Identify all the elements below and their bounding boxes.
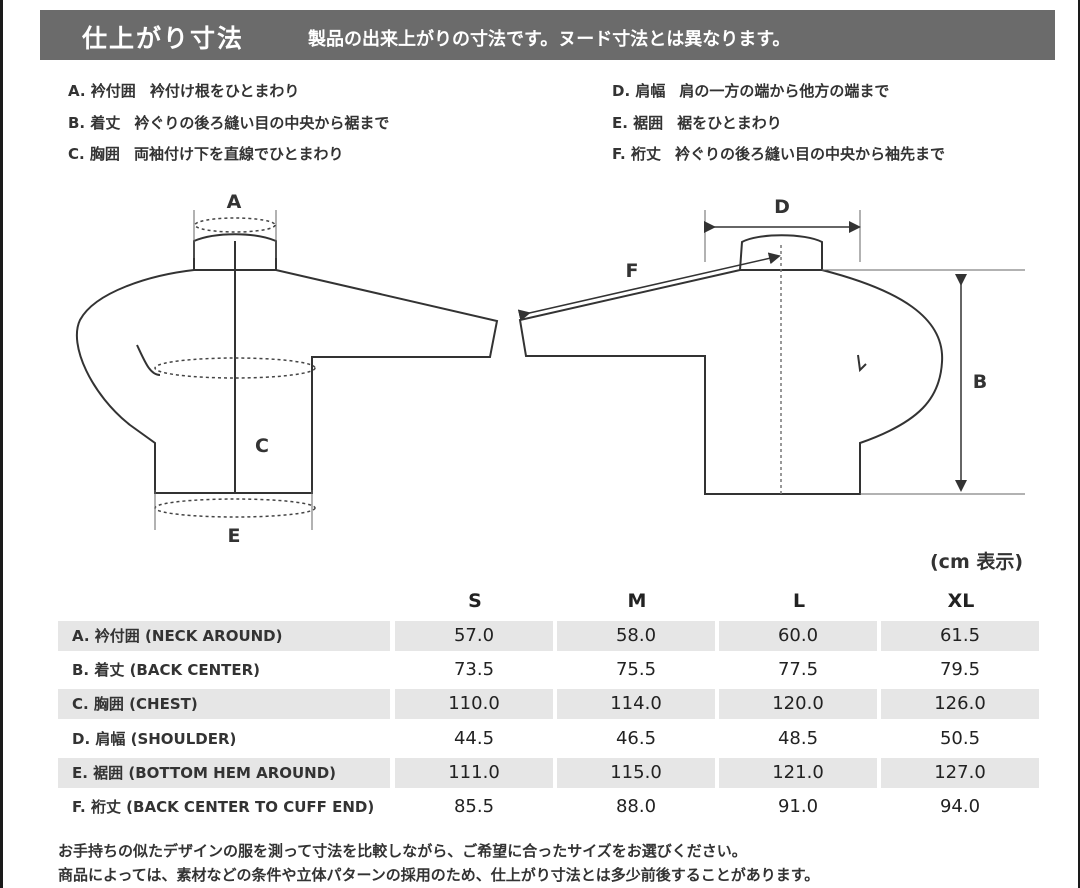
header-bar: 仕上がり寸法 製品の出来上がりの寸法です。ヌード寸法とは異なります。 [40, 10, 1055, 60]
legend-desc: 両袖付け下を直線でひとまわり [133, 145, 344, 163]
table-cell: 73.5 [453, 659, 495, 680]
frame-left-border [0, 0, 3, 888]
legend-label: A. 衿付囲 [68, 82, 136, 100]
legend-item-b: B. 着丈衿ぐりの後ろ縫い目の中央から裾まで [68, 112, 389, 133]
legend-item-e: E. 裾囲裾をひとまわり [612, 112, 782, 133]
legend-label: D. 肩幅 [612, 82, 666, 100]
size-header-xl: XL [947, 590, 975, 612]
table-cell: 114.0 [557, 689, 715, 719]
legend-label: B. 着丈 [68, 114, 121, 132]
table-cell: 77.5 [777, 659, 819, 680]
table-cell: 126.0 [881, 689, 1039, 719]
diagram-label-f: F [626, 260, 639, 282]
diagram-label-e: E [228, 525, 241, 545]
table-cell: 58.0 [557, 621, 715, 651]
footnote-2: 商品によっては、素材などの条件や立体パターンの採用のため、仕上がり寸法とは多少前… [58, 866, 820, 884]
legend-item-c: C. 胸囲両袖付け下を直線でひとまわり [68, 143, 344, 164]
table-cell: 48.5 [777, 728, 819, 749]
table-cell: 75.5 [615, 659, 657, 680]
diagram-label-a: A [227, 191, 242, 213]
legend-desc: 裾をひとまわり [677, 114, 782, 132]
table-row-label: D. 肩幅 (SHOULDER) [72, 730, 237, 748]
table-row-label: A. 衿付囲 (NECK AROUND) [58, 621, 390, 651]
size-header-s: S [468, 590, 482, 612]
back-arrows [517, 221, 967, 492]
legend-item-a: A. 衿付囲衿付け根をひとまわり [68, 80, 299, 101]
table-cell: 79.5 [939, 659, 981, 680]
legend-item-d: D. 肩幅肩の一方の端から他方の端まで [612, 80, 889, 101]
unit-note: (cm 表示) [930, 551, 1024, 573]
diagram-label-c: C [255, 435, 269, 457]
legend-desc: 肩の一方の端から他方の端まで [679, 82, 890, 100]
legend-label: C. 胸囲 [68, 145, 120, 163]
diagram-label-b: B [973, 371, 987, 393]
diagram-label-d: D [774, 196, 790, 218]
back-extension-lines [704, 210, 1025, 495]
table-cell: 111.0 [395, 758, 553, 788]
back-garment [518, 234, 944, 495]
table-cell: 44.5 [453, 728, 495, 749]
table-cell: 61.5 [881, 621, 1039, 651]
front-extension-lines [154, 210, 313, 530]
table-row-label: B. 着丈 (BACK CENTER) [72, 661, 261, 679]
table-cell: 115.0 [557, 758, 715, 788]
table-cell: 57.0 [395, 621, 553, 651]
table-row-label: E. 裾囲 (BOTTOM HEM AROUND) [58, 758, 390, 788]
table-cell: 46.5 [615, 728, 657, 749]
size-header-m: M [627, 590, 647, 612]
table-cell: 91.0 [777, 796, 819, 817]
table-row-label: C. 胸囲 (CHEST) [58, 689, 390, 719]
table-cell: 121.0 [719, 758, 877, 788]
table-cell: 94.0 [939, 796, 981, 817]
table-cell: 127.0 [881, 758, 1039, 788]
table-cell: 50.5 [939, 728, 981, 749]
page-title: 仕上がり寸法 [82, 24, 245, 53]
legend-desc: 衿ぐりの後ろ縫い目の中央から裾まで [134, 114, 390, 132]
legend-label: F. 裄丈 [612, 145, 661, 163]
garment-diagram: A C E D F B [75, 191, 1025, 545]
table-cell: 120.0 [719, 689, 877, 719]
footnote-1: お手持ちの似たデザインの服を測って寸法を比較しながら、ご希望に合ったサイズをお選… [58, 842, 747, 860]
legend-desc: 衿付け根をひとまわり [149, 82, 300, 100]
legend-label: E. 裾囲 [612, 114, 664, 132]
table-cell: 85.5 [453, 796, 495, 817]
legend-desc: 衿ぐりの後ろ縫い目の中央から袖先まで [674, 145, 945, 163]
frame-right-border [1078, 0, 1080, 888]
size-header-l: L [792, 590, 806, 612]
table-cell: 60.0 [719, 621, 877, 651]
page-subtitle: 製品の出来上がりの寸法です。ヌード寸法とは異なります。 [308, 29, 791, 50]
front-garment [75, 233, 499, 494]
table-cell: 88.0 [615, 796, 657, 817]
table-cell: 110.0 [395, 689, 553, 719]
legend-item-f: F. 裄丈衿ぐりの後ろ縫い目の中央から袖先まで [612, 143, 945, 164]
table-row-label: F. 裄丈 (BACK CENTER TO CUFF END) [72, 798, 375, 816]
